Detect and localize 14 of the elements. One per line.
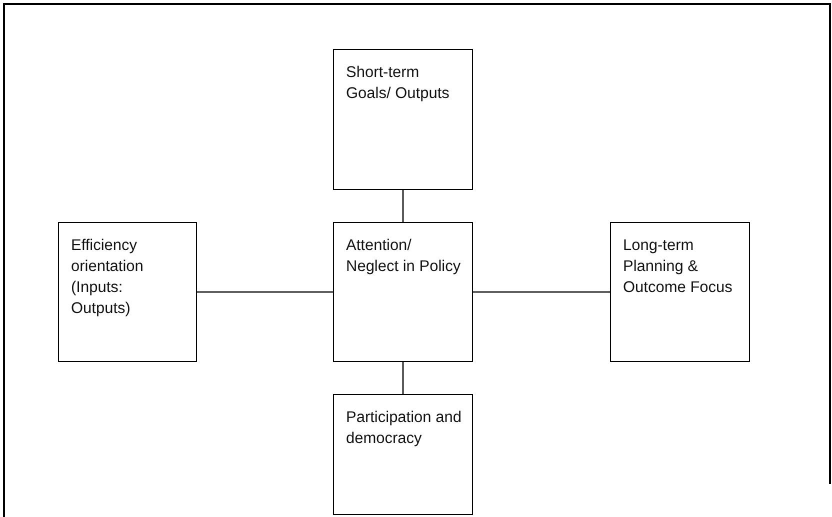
concept-box (333, 394, 473, 515)
connector-line (402, 362, 404, 394)
box-label: Efficiency orientation (Inputs: Outputs) (71, 236, 144, 319)
box-label: Attention/ Neglect in Policy (346, 236, 462, 277)
concept-box (58, 222, 197, 362)
connector-line (197, 291, 333, 293)
connector-line (402, 190, 404, 222)
connector-line (473, 291, 610, 293)
concept-box (333, 222, 473, 362)
box-label: Short-term Goals/ Outputs (346, 63, 450, 104)
box-label: Participation and democracy (346, 408, 462, 449)
concept-box (333, 49, 473, 190)
concept-box (610, 222, 750, 362)
box-label: Long-term Planning & Outcome Focus (623, 236, 734, 298)
